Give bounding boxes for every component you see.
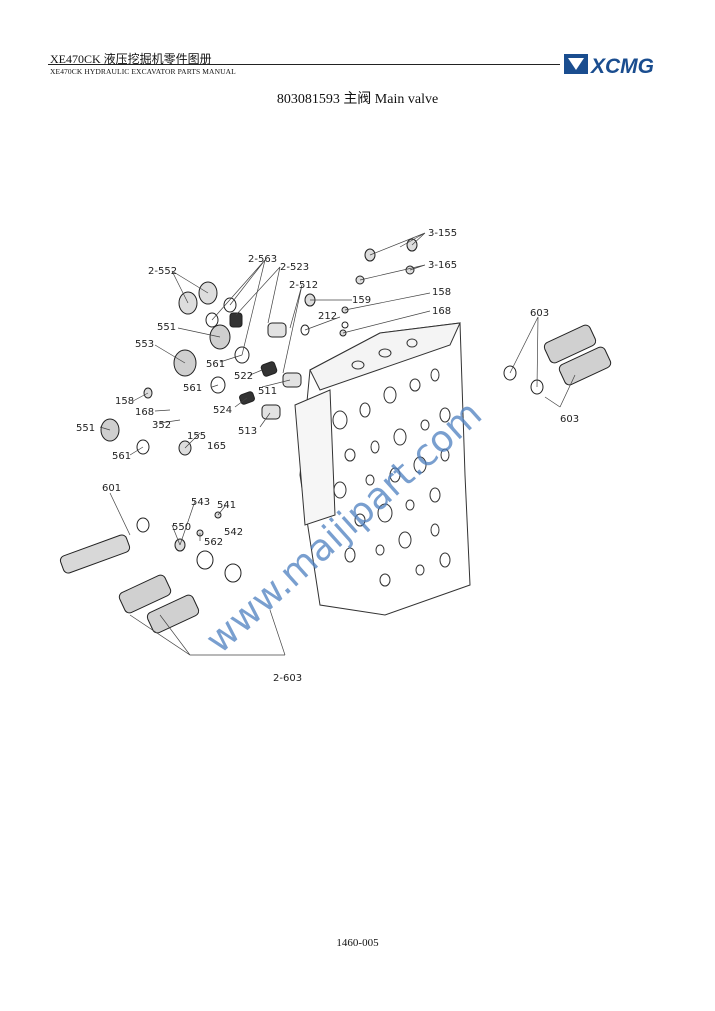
label-168-top: 168 bbox=[432, 306, 451, 317]
label-561-middle: 561 bbox=[183, 383, 202, 394]
label-513: 513 bbox=[238, 426, 257, 437]
label-541: 541 bbox=[217, 500, 236, 511]
label-352: 352 bbox=[152, 420, 171, 431]
label-562: 562 bbox=[204, 537, 223, 548]
label-2-512: 2-512 bbox=[289, 280, 318, 291]
header-title: XE470CK 液压挖掘机零件图册 bbox=[50, 52, 212, 66]
leader-lines bbox=[99, 232, 576, 656]
label-2-563: 2-563 bbox=[248, 254, 277, 265]
label-511: 511 bbox=[258, 386, 277, 397]
label-3-155: 3-155 bbox=[428, 228, 457, 239]
spool-guides bbox=[261, 322, 302, 420]
label-522: 522 bbox=[234, 371, 253, 382]
page-title: 803081593 主阀 Main valve bbox=[276, 92, 439, 107]
relief-valve-601 bbox=[59, 534, 131, 574]
label-543: 543 bbox=[191, 497, 210, 508]
label-550: 550 bbox=[172, 522, 191, 533]
header-subtitle: XE470CK HYDRAULIC EXCAVATOR PARTS MANUAL bbox=[50, 67, 236, 76]
label-551-upper: 551 bbox=[157, 322, 176, 333]
logo-text: XCMG bbox=[590, 55, 654, 78]
valve-body-side-block bbox=[294, 389, 336, 526]
logo-emblem-mark bbox=[568, 58, 584, 70]
valve-body bbox=[294, 322, 471, 616]
label-2-552: 2-552 bbox=[148, 266, 177, 277]
label-551-left: 551 bbox=[76, 423, 95, 434]
relief-valves-2-603 bbox=[118, 574, 200, 634]
header-rule bbox=[48, 64, 560, 65]
label-2-523: 2-523 bbox=[280, 262, 309, 273]
label-524: 524 bbox=[213, 405, 232, 416]
label-155: 155 bbox=[187, 431, 206, 442]
label-601: 601 bbox=[102, 483, 121, 494]
label-165: 165 bbox=[207, 441, 226, 452]
part-number-labels: 3-155 3-165 158 168 2-563 2-552 2-523 2-… bbox=[76, 228, 579, 684]
xcmg-logo: XCMG bbox=[564, 54, 654, 78]
o-rings-upper bbox=[205, 297, 349, 394]
label-542: 542 bbox=[224, 527, 243, 538]
label-553: 553 bbox=[135, 339, 154, 350]
page-number: 1460-005 bbox=[336, 937, 379, 949]
exploded-parts-diagram: 3-155 3-165 158 168 2-563 2-552 2-523 2-… bbox=[59, 228, 612, 684]
label-2-603: 2-603 bbox=[273, 673, 302, 684]
label-561-upper: 561 bbox=[206, 359, 225, 370]
label-168-left: 168 bbox=[135, 407, 154, 418]
label-603-lower: 603 bbox=[560, 414, 579, 425]
label-159: 159 bbox=[352, 295, 371, 306]
label-561-left: 561 bbox=[112, 451, 131, 462]
label-3-165: 3-165 bbox=[428, 260, 457, 271]
relief-valves-603 bbox=[543, 324, 612, 386]
label-603-upper: 603 bbox=[530, 308, 549, 319]
label-158-top: 158 bbox=[432, 287, 451, 298]
label-212: 212 bbox=[318, 311, 337, 322]
label-158-left: 158 bbox=[115, 396, 134, 407]
